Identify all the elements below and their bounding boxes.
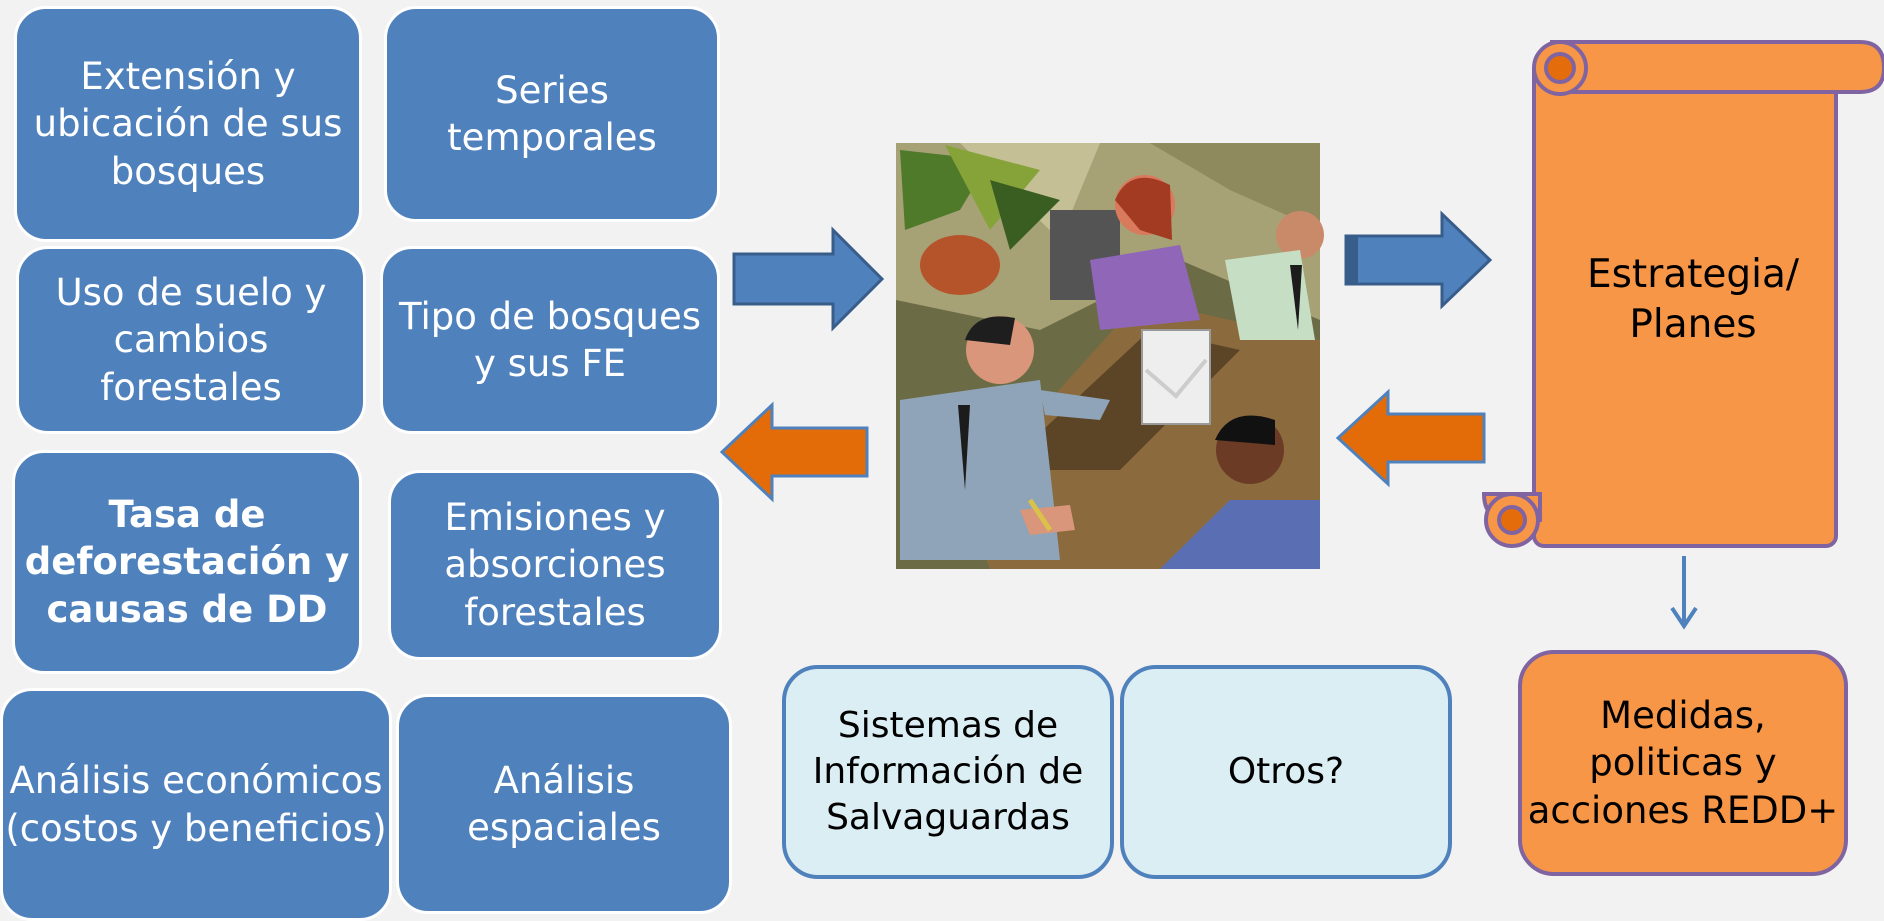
- box-deforestation-label: Tasa de deforestación y causas de DD: [24, 492, 350, 631]
- box-emissions-label: Emisiones y absorciones forestales: [444, 495, 666, 634]
- meeting-illustration: [896, 143, 1324, 569]
- box-land-use: Uso de suelo y cambios forestales: [16, 246, 366, 434]
- box-spatial-label: Análisis espaciales: [467, 758, 661, 849]
- box-measures-label: Medidas, politicas y acciones REDD+: [1527, 693, 1839, 832]
- box-extension: Extensión y ubicación de sus bosques: [14, 6, 362, 242]
- arrow-right-in: [732, 226, 885, 332]
- box-safeguards: Sistemas de Información de Salvaguardas: [782, 665, 1114, 879]
- box-measures: Medidas, politicas y acciones REDD+: [1518, 650, 1848, 876]
- arrow-right-to-strategy: [1344, 210, 1493, 310]
- box-series-label: Series temporales: [447, 68, 657, 159]
- strategy-scroll: [1481, 40, 1884, 548]
- box-emissions: Emisiones y absorciones forestales: [388, 470, 722, 660]
- box-forest-type-label: Tipo de bosques y sus FE: [398, 294, 702, 385]
- box-economic-label: Análisis económicos (costos y beneficios…: [5, 759, 387, 850]
- box-extension-label: Extensión y ubicación de sus bosques: [33, 54, 343, 193]
- arrow-left-out: [719, 401, 869, 503]
- box-deforestation: Tasa de deforestación y causas de DD: [12, 450, 362, 674]
- strategy-label: Estrategia/ Planes: [1586, 252, 1800, 347]
- arrow-left-from-strategy: [1335, 388, 1486, 488]
- arrow-right-to-strategy-tail: [1346, 236, 1358, 284]
- box-others: Otros?: [1120, 665, 1452, 879]
- box-economic: Análisis económicos (costos y beneficios…: [0, 688, 392, 921]
- box-others-label: Otros?: [1227, 750, 1345, 792]
- box-forest-type: Tipo de bosques y sus FE: [380, 246, 720, 434]
- box-land-use-label: Uso de suelo y cambios forestales: [55, 270, 327, 409]
- box-safeguards-label: Sistemas de Información de Salvaguardas: [812, 704, 1084, 839]
- box-series: Series temporales: [384, 6, 720, 222]
- box-spatial: Análisis espaciales: [396, 694, 732, 914]
- arrow-down-head: [1670, 606, 1698, 630]
